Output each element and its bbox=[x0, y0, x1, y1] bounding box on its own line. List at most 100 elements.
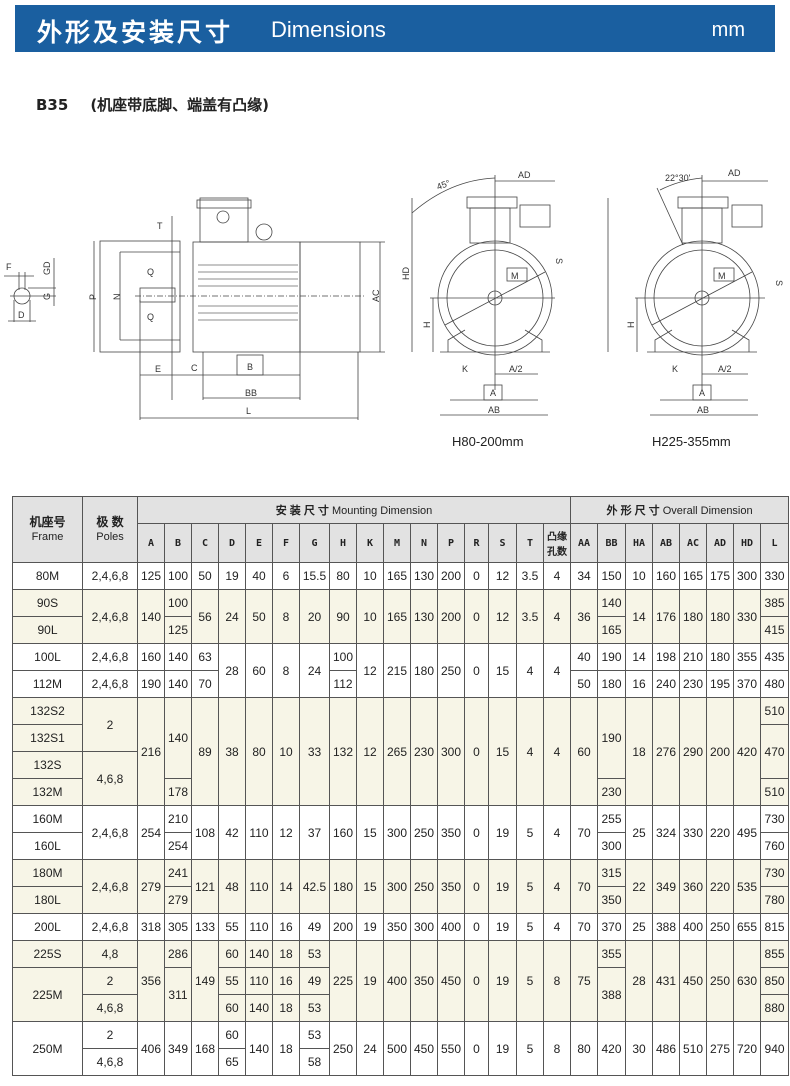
table-cell: 40 bbox=[245, 562, 273, 590]
col-header: M bbox=[383, 523, 411, 563]
table-cell: 140 bbox=[245, 994, 273, 1022]
table-cell: 200 bbox=[437, 562, 465, 590]
table-cell: 200L bbox=[12, 913, 83, 941]
table-cell: 420 bbox=[597, 1021, 627, 1076]
table-cell: 0 bbox=[464, 643, 489, 698]
table-cell: 110 bbox=[245, 913, 273, 941]
frame-header-cn: 机座号 bbox=[29, 514, 66, 529]
table-cell: 80 bbox=[245, 697, 273, 806]
table-cell: 400 bbox=[437, 913, 465, 941]
table-cell: 630 bbox=[733, 940, 762, 1022]
table-cell: 470 bbox=[760, 724, 790, 779]
table-cell: 780 bbox=[760, 886, 790, 914]
col-header: T bbox=[516, 523, 544, 563]
table-cell: 315 bbox=[597, 859, 627, 887]
table-cell: 56 bbox=[191, 589, 219, 644]
label-t: T bbox=[157, 221, 163, 231]
table-cell: 2,4,6,8 bbox=[82, 589, 138, 644]
table-cell: 5 bbox=[516, 1021, 544, 1076]
table-cell: 940 bbox=[760, 1021, 790, 1076]
table-cell: 400 bbox=[383, 940, 411, 1022]
table-cell: 100L bbox=[12, 643, 83, 671]
label-f: F bbox=[6, 262, 12, 272]
table-cell: 0 bbox=[464, 589, 489, 644]
table-cell: 2 bbox=[82, 967, 138, 995]
table-cell: 0 bbox=[464, 913, 489, 941]
label-k-2: K bbox=[672, 364, 678, 374]
table-cell: 550 bbox=[437, 1021, 465, 1076]
table-cell: 55 bbox=[218, 913, 246, 941]
table-cell: 30 bbox=[625, 1021, 654, 1076]
table-cell: 90 bbox=[329, 589, 357, 644]
table-cell: 160 bbox=[652, 562, 681, 590]
table-cell: 200 bbox=[706, 697, 735, 806]
table-cell: 80 bbox=[329, 562, 357, 590]
table-cell: 450 bbox=[679, 940, 708, 1022]
table-cell: 225S bbox=[12, 940, 83, 968]
table-cell: 400 bbox=[679, 913, 708, 941]
table-cell: 450 bbox=[410, 1021, 438, 1076]
table-cell: 132M bbox=[12, 778, 83, 806]
table-cell: 10 bbox=[272, 697, 300, 806]
table-cell: 16 bbox=[272, 913, 300, 941]
col-header: 凸缘孔数 bbox=[542, 523, 572, 563]
table-cell: 19 bbox=[488, 913, 517, 941]
label-bb: BB bbox=[245, 388, 257, 398]
table-cell: 110 bbox=[245, 967, 273, 995]
label-d: D bbox=[18, 310, 25, 320]
label-ad-1: AD bbox=[518, 170, 531, 180]
poles-header-en: Poles bbox=[96, 530, 124, 543]
table-cell: 28 bbox=[625, 940, 654, 1022]
table-cell: 350 bbox=[437, 805, 465, 860]
table-cell: 140 bbox=[164, 697, 192, 779]
table-cell: 49 bbox=[299, 913, 330, 941]
table-cell: 36 bbox=[570, 589, 599, 644]
label-p: P bbox=[88, 294, 98, 300]
poles-header-cn: 极 数 bbox=[96, 514, 124, 529]
table-cell: 4,6,8 bbox=[82, 994, 138, 1022]
table-cell: 180 bbox=[410, 643, 438, 698]
table-cell: 176 bbox=[652, 589, 681, 644]
label-a-2: A bbox=[699, 388, 705, 398]
table-cell: 275 bbox=[706, 1021, 735, 1076]
table-cell: 89 bbox=[191, 697, 219, 806]
label-c: C bbox=[191, 363, 198, 373]
table-cell: 14 bbox=[272, 859, 300, 914]
table-cell: 200 bbox=[329, 913, 357, 941]
table-cell: 20 bbox=[299, 589, 330, 644]
table-cell: 279 bbox=[137, 859, 165, 914]
table-cell: 12 bbox=[356, 643, 384, 698]
label-ad-2: AD bbox=[728, 168, 741, 178]
table-cell: 880 bbox=[760, 994, 790, 1022]
table-cell: 28 bbox=[218, 643, 246, 698]
table-cell: 215 bbox=[383, 643, 411, 698]
table-cell: 349 bbox=[164, 1021, 192, 1076]
table-cell: 370 bbox=[597, 913, 627, 941]
table-cell: 140 bbox=[245, 940, 273, 968]
table-cell: 140 bbox=[137, 589, 165, 644]
table-cell: 198 bbox=[652, 643, 681, 671]
table-cell: 655 bbox=[733, 913, 762, 941]
table-cell: 165 bbox=[597, 616, 627, 644]
table-cell: 324 bbox=[652, 805, 681, 860]
table-cell: 80 bbox=[570, 1021, 599, 1076]
table-cell: 180 bbox=[329, 859, 357, 914]
table-cell: 10 bbox=[356, 562, 384, 590]
table-cell: 19 bbox=[488, 859, 517, 914]
table-cell: 24 bbox=[218, 589, 246, 644]
col-header: R bbox=[464, 523, 489, 563]
table-cell: 149 bbox=[191, 940, 219, 1022]
table-cell: 5 bbox=[516, 859, 544, 914]
table-cell: 240 bbox=[652, 670, 681, 698]
table-cell: 10 bbox=[625, 562, 654, 590]
table-cell: 250 bbox=[329, 1021, 357, 1076]
table-cell: 8 bbox=[542, 1021, 572, 1076]
table-cell: 10 bbox=[356, 589, 384, 644]
table-cell: 435 bbox=[760, 643, 790, 671]
table-cell: 38 bbox=[218, 697, 246, 806]
